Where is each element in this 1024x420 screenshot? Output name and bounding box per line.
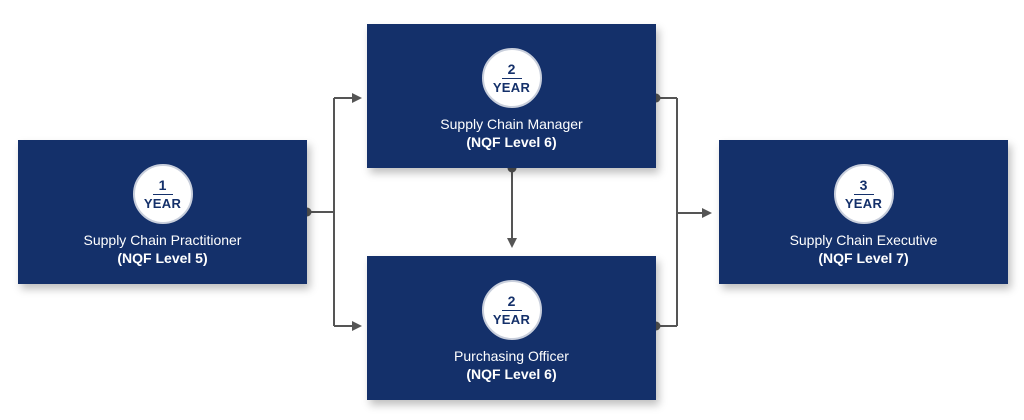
connector-practitioner-branch [302, 93, 362, 331]
node-manager: 2 YEAR Supply Chain Manager (NQF Level 6… [367, 24, 656, 168]
duration-number: 2 [507, 292, 516, 309]
duration-badge: 2 YEAR [481, 280, 542, 340]
node-purchasing-officer: 2 YEAR Purchasing Officer (NQF Level 6) [367, 256, 656, 400]
duration-badge: 2 YEAR [481, 48, 542, 108]
role-title: Supply Chain Practitioner [83, 232, 242, 248]
nqf-level: (NQF Level 6) [466, 134, 557, 150]
badge-divider [152, 193, 173, 195]
node-executive: 3 YEAR Supply Chain Executive (NQF Level… [719, 140, 1008, 284]
duration-badge: 1 YEAR [132, 164, 193, 224]
duration-unit: YEAR [844, 195, 883, 211]
badge-divider [853, 193, 874, 195]
badge-divider [501, 309, 522, 311]
duration-number: 2 [507, 60, 516, 77]
role-title: Supply Chain Executive [789, 232, 938, 248]
badge-divider [501, 77, 522, 79]
duration-unit: YEAR [143, 195, 182, 211]
nqf-level: (NQF Level 7) [818, 250, 909, 266]
nqf-level: (NQF Level 6) [466, 366, 557, 382]
nqf-level: (NQF Level 5) [117, 250, 208, 266]
duration-badge: 3 YEAR [833, 164, 894, 224]
duration-unit: YEAR [492, 79, 531, 95]
duration-number: 1 [158, 176, 167, 193]
duration-unit: YEAR [492, 311, 531, 327]
node-practitioner: 1 YEAR Supply Chain Practitioner (NQF Le… [18, 140, 307, 284]
role-title: Supply Chain Manager [440, 116, 583, 132]
role-title: Purchasing Officer [454, 348, 569, 364]
connector-to-executive [651, 93, 712, 331]
duration-number: 3 [859, 176, 868, 193]
connector-manager-to-purchasing [507, 163, 517, 248]
